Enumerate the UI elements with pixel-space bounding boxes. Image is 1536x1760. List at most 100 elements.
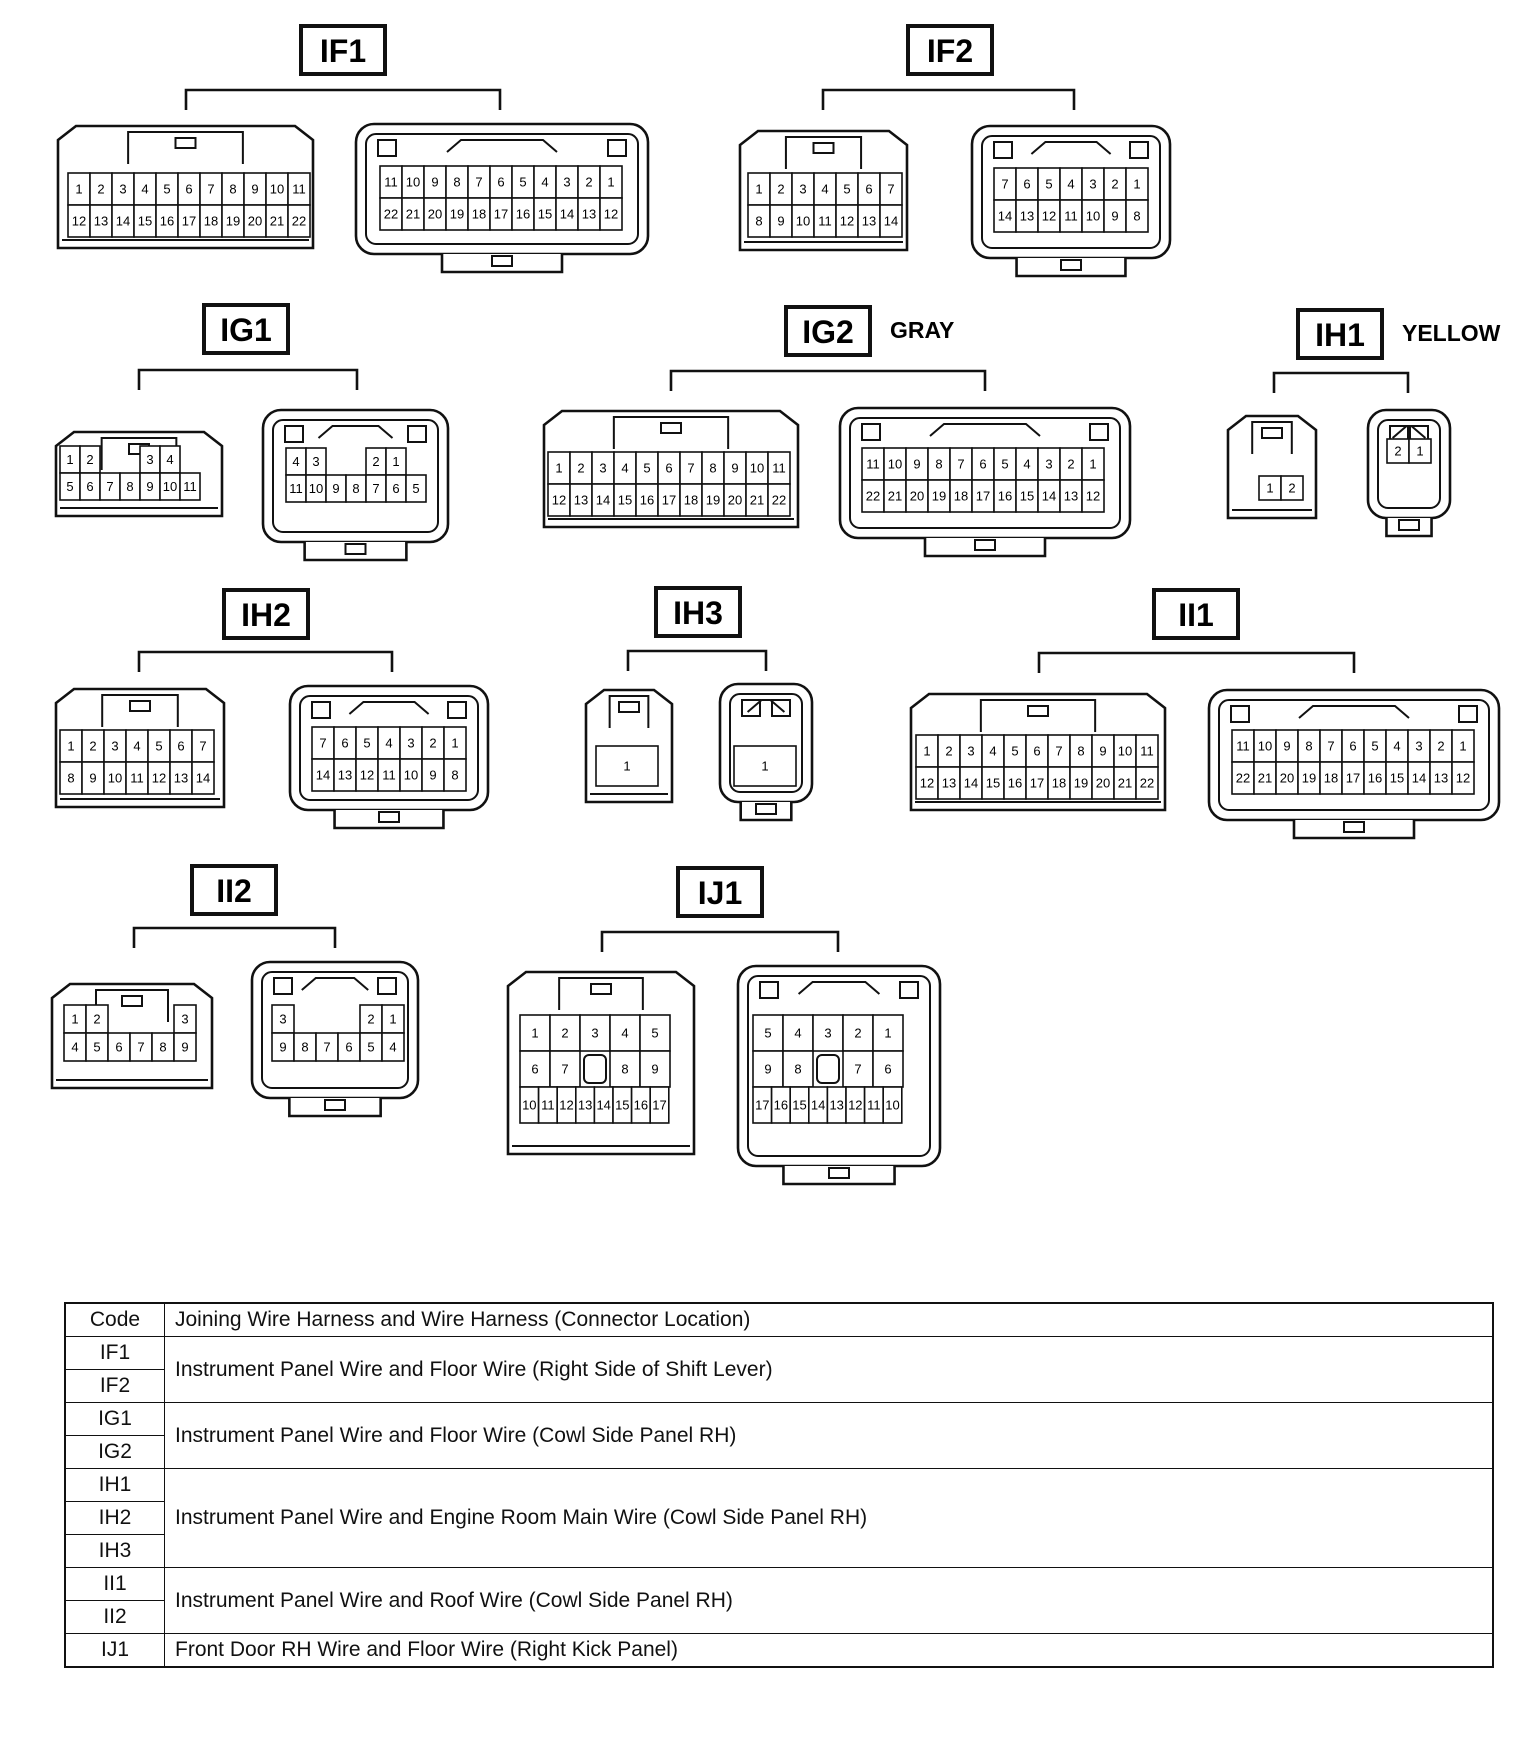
- pin-number: 12: [920, 776, 934, 791]
- pin-number: 5: [155, 739, 162, 754]
- pin-number: 8: [126, 479, 133, 494]
- pin-number: 11: [382, 768, 396, 783]
- terminal-cavity: [1451, 761, 1475, 795]
- pin-number: 7: [687, 461, 694, 476]
- pin-number: 4: [292, 454, 299, 469]
- pin-number: 8: [935, 457, 942, 472]
- male-connector: 1: [584, 688, 674, 804]
- pin-number: 20: [728, 493, 742, 508]
- pin-number: 15: [618, 493, 632, 508]
- connector-code: IJ1: [698, 875, 742, 911]
- lock-lever: [446, 139, 558, 153]
- pin-number: 10: [885, 1098, 899, 1113]
- pair-bracket: [1272, 371, 1410, 393]
- pair-bracket: [132, 926, 337, 948]
- pin-number: 13: [174, 771, 188, 786]
- pin-number: 2: [1394, 444, 1401, 459]
- pin-number: 10: [270, 182, 284, 197]
- connector-code-box: [654, 586, 742, 638]
- pin-number: 1: [1416, 444, 1423, 459]
- terminal-cavity: [752, 1014, 784, 1052]
- pin-number: 22: [1140, 776, 1154, 791]
- pin-number: 8: [1077, 744, 1084, 759]
- legend-code: IF2: [64, 1369, 165, 1403]
- lock-lever: [1251, 421, 1293, 454]
- pin-number: 5: [1001, 457, 1008, 472]
- connector-code-box: [299, 24, 387, 76]
- pin-number: 2: [854, 1026, 861, 1041]
- terminal-cavity: [782, 1014, 814, 1052]
- key-slot: [607, 139, 627, 157]
- terminal-cavity: [639, 1050, 671, 1088]
- pin-number: 13: [582, 207, 596, 222]
- key-slot: [1230, 705, 1250, 723]
- pin-number: 6: [884, 1062, 891, 1077]
- pin-number: 5: [66, 479, 73, 494]
- pin-number: 1: [607, 175, 614, 190]
- key-slot: [1458, 705, 1478, 723]
- pin-number: 21: [1258, 771, 1272, 786]
- pin-number: 5: [412, 481, 419, 496]
- pin-number: 7: [137, 1040, 144, 1055]
- pin-number: 11: [1236, 739, 1250, 754]
- pin-number: 9: [89, 771, 96, 786]
- pin-number: 4: [1067, 177, 1074, 192]
- terminal-cavity: [519, 1050, 551, 1088]
- pin-number: 10: [888, 457, 902, 472]
- pin-number: 4: [541, 175, 548, 190]
- pin-number: 17: [1346, 771, 1360, 786]
- pin-number: 2: [97, 182, 104, 197]
- lock-lever: [979, 699, 1097, 732]
- lock-lever: [929, 423, 1041, 437]
- pin-number: 1: [1266, 481, 1273, 496]
- pin-number: 2: [367, 1012, 374, 1027]
- pin-number: 16: [774, 1098, 788, 1113]
- legend-description: Instrument Panel Wire and Engine Room Ma…: [164, 1468, 1494, 1568]
- lock-lever-slot: [121, 995, 143, 1007]
- pin-number: 13: [1020, 209, 1034, 224]
- pin-number: 14: [811, 1098, 825, 1113]
- pin-number: 9: [429, 768, 436, 783]
- pin-number: 14: [998, 209, 1012, 224]
- lock-lever: [784, 136, 863, 169]
- lock-tab: [303, 542, 408, 562]
- pin-number: 2: [93, 1012, 100, 1027]
- connector-code-box: [190, 864, 278, 916]
- pin-number: 1: [531, 1026, 538, 1041]
- pin-number: 3: [407, 736, 414, 751]
- pin-number: 7: [207, 182, 214, 197]
- lock-lever-slot: [590, 983, 612, 995]
- pin-number: 21: [406, 207, 420, 222]
- connector-code-box: [906, 24, 994, 76]
- pin-number: 14: [316, 768, 330, 783]
- lock-lever-slot: [812, 142, 835, 154]
- pin-number: 10: [522, 1098, 536, 1113]
- legend-description: Instrument Panel Wire and Roof Wire (Cow…: [164, 1567, 1494, 1634]
- pin-number: 6: [341, 736, 348, 751]
- lock-tab-slot: [974, 539, 996, 551]
- pin-number: 3: [146, 452, 153, 467]
- pin-number: 15: [538, 207, 552, 222]
- pin-number: 14: [196, 771, 210, 786]
- pin-number: 8: [352, 481, 359, 496]
- terminal-cavity: [381, 1032, 405, 1062]
- connector-code-box: [784, 305, 872, 357]
- pin-number: 8: [621, 1062, 628, 1077]
- pair-bracket: [137, 650, 394, 672]
- connector-code: II2: [216, 873, 252, 909]
